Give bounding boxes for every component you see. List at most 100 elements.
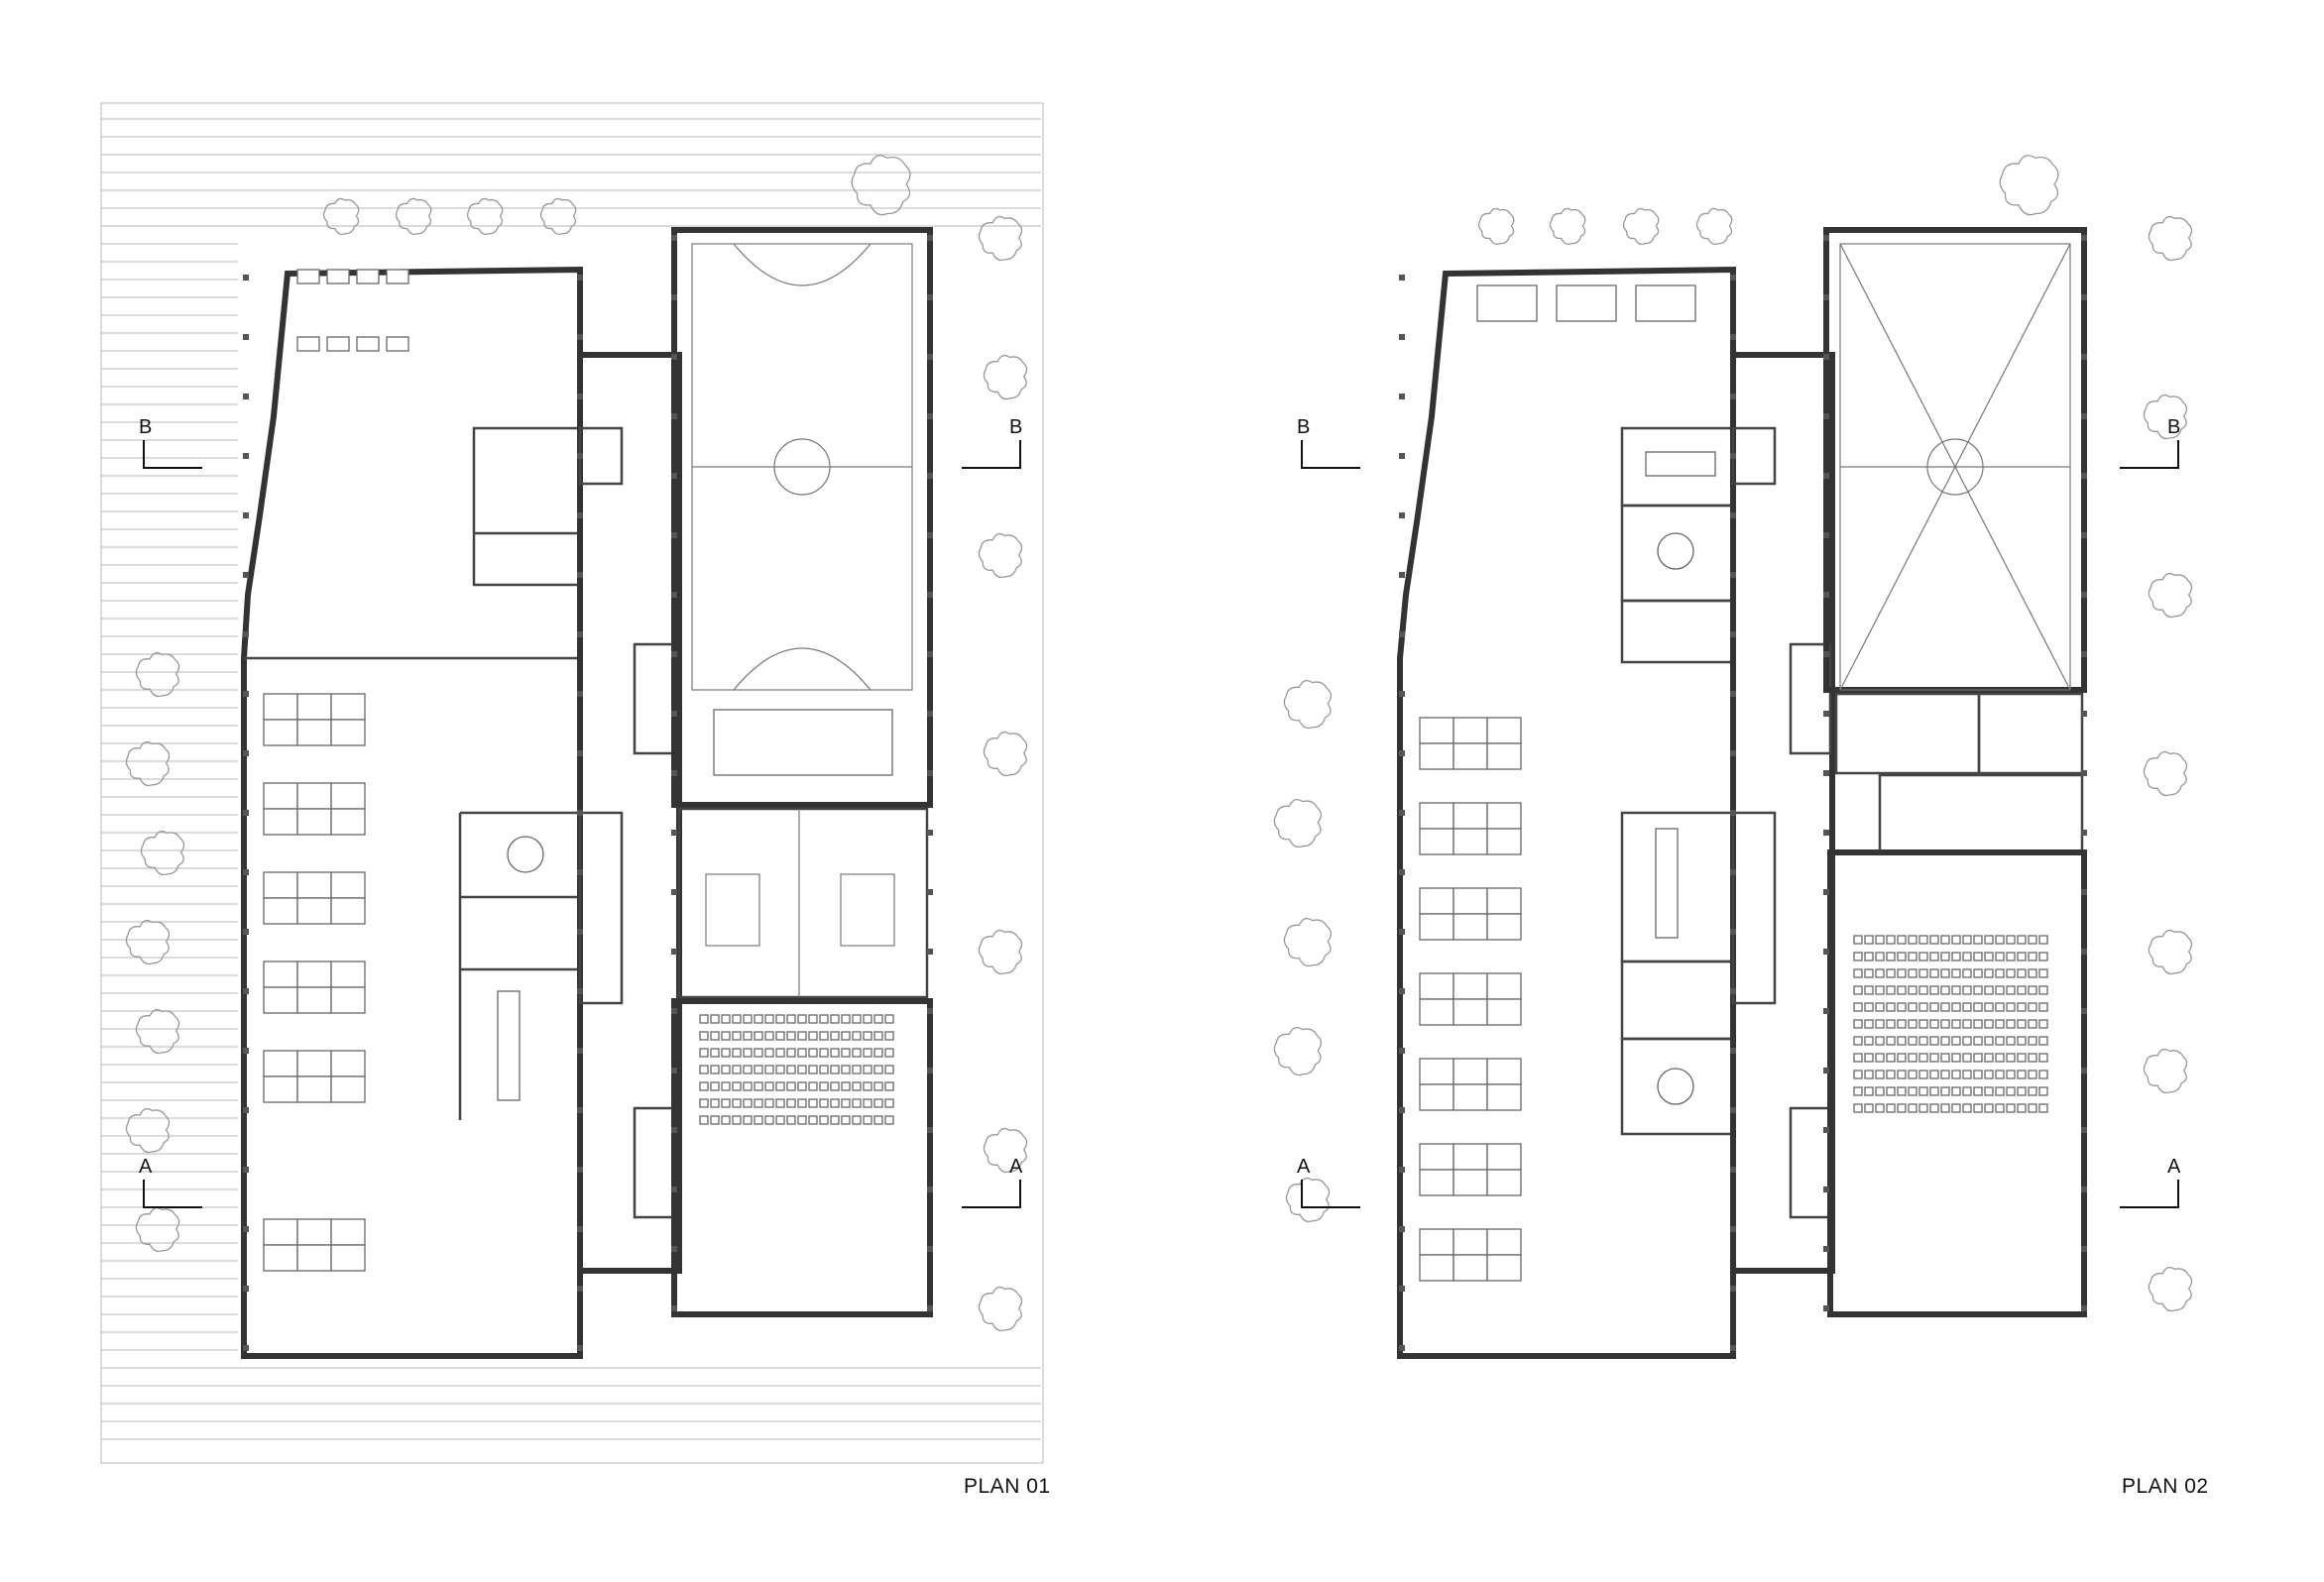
tree bbox=[1273, 1026, 1322, 1076]
seat bbox=[1918, 1053, 1928, 1063]
tree bbox=[983, 1127, 1028, 1174]
seat bbox=[797, 1115, 807, 1125]
desk bbox=[1419, 1143, 1454, 1171]
tree-crown bbox=[1285, 1177, 1331, 1223]
tree-crown bbox=[135, 1008, 180, 1055]
seat bbox=[1995, 968, 2005, 978]
desk bbox=[330, 897, 366, 925]
seat bbox=[786, 1115, 796, 1125]
tree bbox=[1273, 798, 1322, 848]
column bbox=[2081, 354, 2087, 360]
desk bbox=[1419, 913, 1454, 941]
seat bbox=[852, 1048, 862, 1058]
seat bbox=[863, 1014, 872, 1024]
seat bbox=[1853, 1019, 1863, 1029]
tree bbox=[2148, 572, 2193, 619]
column bbox=[671, 1305, 677, 1311]
seat bbox=[1886, 935, 1896, 945]
column bbox=[1730, 929, 1736, 935]
column bbox=[927, 473, 933, 479]
tree bbox=[135, 1008, 180, 1055]
desk-cluster bbox=[263, 1050, 366, 1103]
column bbox=[1823, 1008, 1829, 1014]
seat bbox=[884, 1014, 894, 1024]
seat bbox=[2017, 985, 2027, 995]
column bbox=[2081, 235, 2087, 241]
seat bbox=[841, 1115, 851, 1125]
tree-crown bbox=[2148, 929, 2193, 975]
seat bbox=[1886, 1002, 1896, 1012]
column bbox=[1399, 1107, 1405, 1113]
seat bbox=[786, 1065, 796, 1074]
seat bbox=[808, 1081, 818, 1091]
column bbox=[1399, 1167, 1405, 1173]
seat bbox=[2006, 1002, 2016, 1012]
seat bbox=[1984, 1086, 1994, 1096]
column bbox=[1399, 394, 1405, 399]
seat bbox=[1918, 968, 1928, 978]
desk bbox=[330, 986, 366, 1014]
column bbox=[671, 1127, 677, 1133]
desk-cluster bbox=[263, 960, 366, 1014]
desk bbox=[1452, 717, 1488, 744]
seat bbox=[873, 1081, 883, 1091]
tree bbox=[983, 354, 1028, 400]
column bbox=[1823, 1246, 1829, 1252]
tree bbox=[1549, 207, 1586, 246]
desk bbox=[1486, 1083, 1522, 1111]
desk bbox=[263, 960, 298, 988]
seat bbox=[699, 1014, 709, 1024]
plan-01-columns bbox=[243, 235, 933, 1351]
seat bbox=[1973, 1053, 1983, 1063]
desk bbox=[1486, 828, 1522, 855]
column bbox=[2081, 651, 2087, 657]
column bbox=[577, 691, 583, 697]
sofa bbox=[296, 269, 320, 284]
column bbox=[1823, 473, 1829, 479]
plan-01-paving bbox=[100, 102, 1044, 1464]
desk bbox=[263, 1050, 298, 1077]
column bbox=[1730, 750, 1736, 756]
column bbox=[1823, 651, 1829, 657]
column bbox=[577, 869, 583, 875]
desk bbox=[1452, 1058, 1488, 1085]
seat bbox=[732, 1031, 742, 1041]
seat bbox=[1995, 1086, 2005, 1096]
column bbox=[671, 830, 677, 836]
seat bbox=[721, 1048, 731, 1058]
seat bbox=[1973, 1086, 1983, 1096]
desk bbox=[296, 782, 332, 810]
seat bbox=[710, 1115, 720, 1125]
seat bbox=[830, 1014, 840, 1024]
column bbox=[577, 572, 583, 578]
desk bbox=[1419, 1169, 1454, 1196]
plan-02: B B A A bbox=[1273, 155, 2193, 1359]
seat bbox=[1875, 1002, 1885, 1012]
seat bbox=[1897, 985, 1907, 995]
tree bbox=[539, 197, 577, 236]
seat bbox=[1864, 968, 1874, 978]
seat bbox=[2006, 935, 2016, 945]
column bbox=[577, 810, 583, 816]
column bbox=[927, 354, 933, 360]
column bbox=[2081, 413, 2087, 419]
seat bbox=[1853, 1103, 1863, 1113]
desk-cluster bbox=[1419, 717, 1522, 770]
seat bbox=[1984, 1036, 1994, 1046]
seat bbox=[1864, 1019, 1874, 1029]
tree-crown bbox=[2143, 394, 2188, 440]
seat bbox=[841, 1098, 851, 1108]
seat bbox=[1940, 1019, 1950, 1029]
seat bbox=[2038, 1086, 2048, 1096]
seat bbox=[819, 1065, 829, 1074]
seat bbox=[1908, 1036, 1917, 1046]
column bbox=[1399, 1048, 1405, 1054]
tree-crown bbox=[2143, 1048, 2188, 1094]
seat bbox=[1995, 1053, 2005, 1063]
desk bbox=[263, 1244, 298, 1272]
column bbox=[1823, 294, 1829, 300]
seat bbox=[721, 1065, 731, 1074]
seat bbox=[1940, 1002, 1950, 1012]
seat bbox=[873, 1115, 883, 1125]
